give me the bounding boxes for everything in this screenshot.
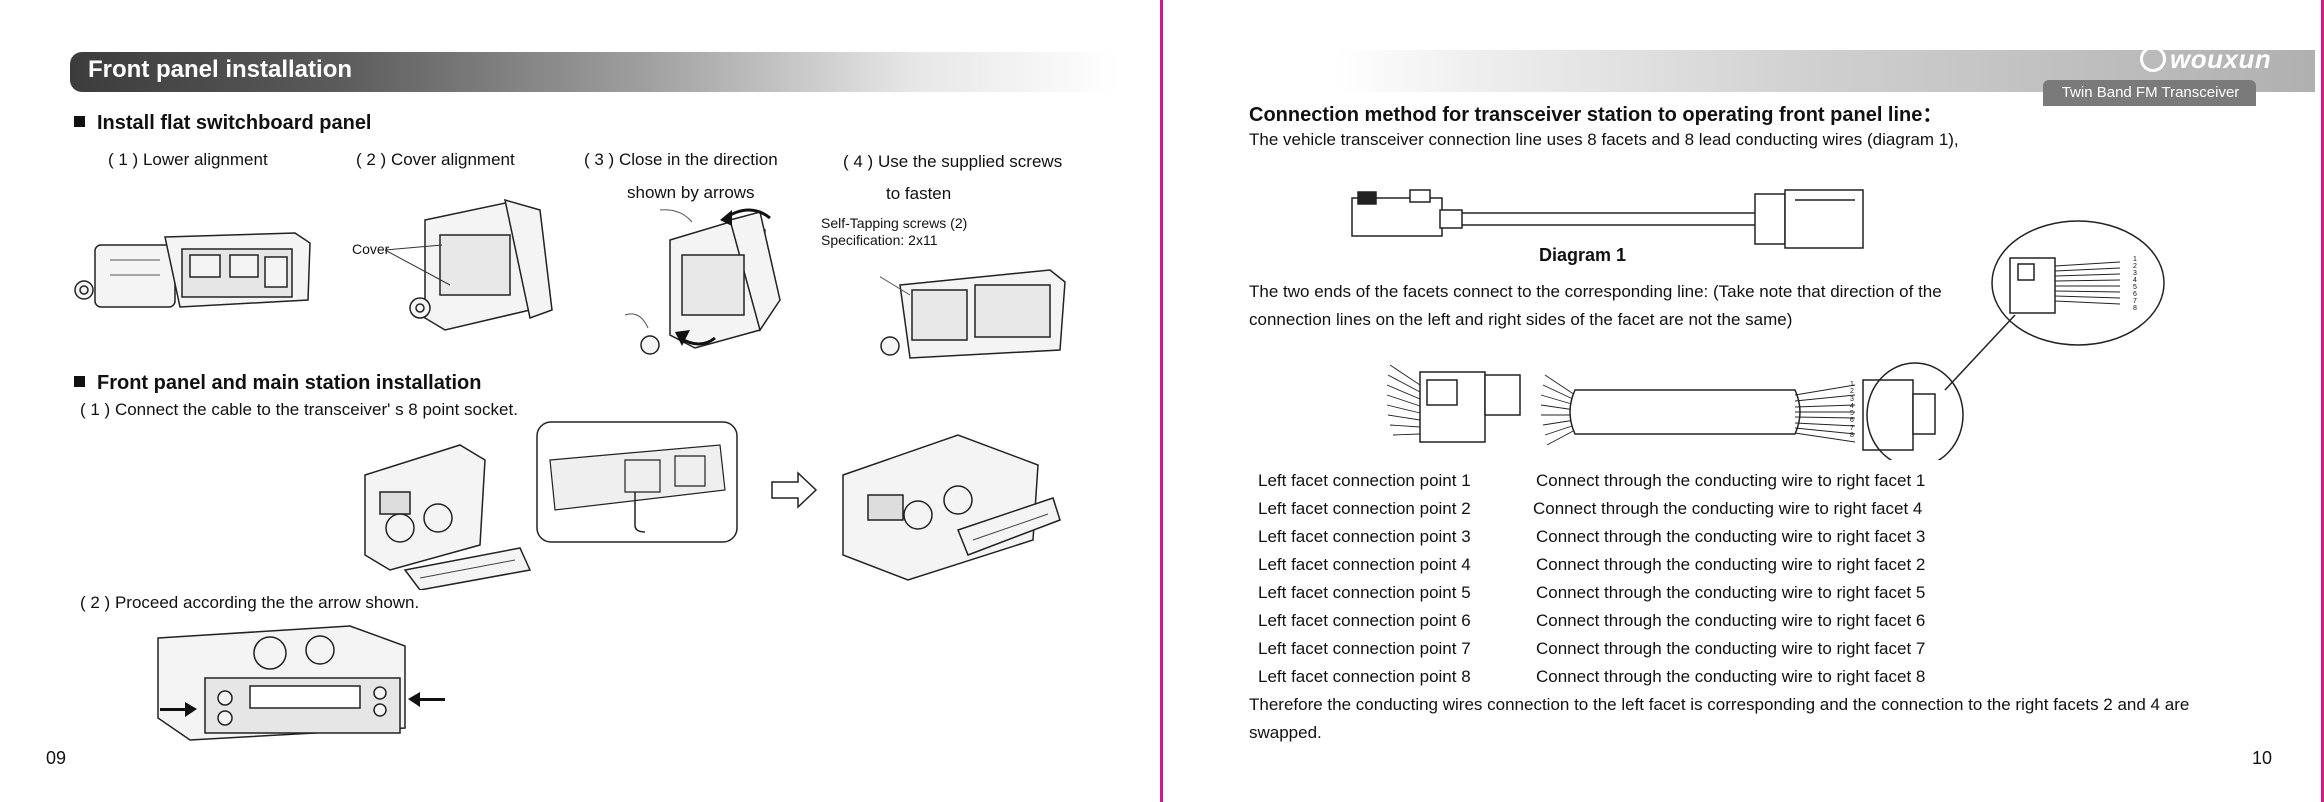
connector-magnified-view — [1990, 218, 2165, 348]
connection-method-title: Connection method for transceiver statio… — [1249, 104, 1943, 126]
magnifier-leader-line — [1940, 310, 2020, 400]
bullet-square-icon — [74, 376, 85, 388]
step-3-continuation: shown by arrows — [627, 183, 755, 202]
section-title-flat-panel: Install flat switchboard panel — [74, 112, 372, 135]
brand-subtitle: Twin Band FM Transceiver — [2061, 84, 2240, 101]
page-number-right: 10 — [2252, 748, 2273, 768]
page-edge-right — [2321, 0, 2324, 802]
connection-left-3: Left facet connection point 3 — [1258, 527, 1471, 546]
step-4-label: ( 4 ) Use the supplied screws — [843, 152, 1063, 171]
step-2-label: ( 2 ) Cover alignment — [356, 150, 515, 169]
connection-right-3: Connect through the conducting wire to r… — [1536, 527, 1926, 546]
wiring-pin-numbers: 1 2 3 4 5 6 7 8 — [1850, 381, 1854, 440]
section-header-bar — [70, 52, 1120, 92]
step-3-label: ( 3 ) Close in the direction — [584, 150, 778, 169]
intro-text: The vehicle transceiver connection line … — [1249, 130, 1959, 149]
illustration-socket-closeup — [535, 420, 740, 545]
connection-right-6: Connect through the conducting wire to r… — [1536, 611, 1926, 630]
brand-logo-icon — [2140, 46, 2166, 73]
illustration-fasten-screws — [880, 250, 1080, 365]
connection-left-8: Left facet connection point 8 — [1258, 667, 1471, 686]
page-title: Front panel installation — [88, 56, 353, 83]
wiring-diagram — [1385, 350, 1965, 460]
brand-tab — [2043, 80, 2256, 106]
magnified-pin-numbers: 1 2 3 4 5 6 7 8 — [2133, 256, 2137, 312]
step-4-continuation: to fasten — [886, 184, 952, 203]
conclusion-line-1: Therefore the conducting wires connectio… — [1249, 695, 2190, 714]
connection-left-4: Left facet connection point 4 — [1258, 555, 1471, 574]
connection-right-1: Connect through the conducting wire to r… — [1536, 471, 1926, 490]
step-1-label: ( 1 ) Lower alignment — [108, 150, 268, 169]
description-line-2: connection lines on the left and right s… — [1249, 310, 1793, 329]
screws-spec: Specification: 2x11 — [821, 232, 938, 248]
page-number-left: 09 — [46, 748, 67, 768]
description-line-1: The two ends of the facets connect to th… — [1249, 282, 1942, 301]
diagram-1-cable — [1350, 180, 1870, 260]
connection-left-5: Left facet connection point 5 — [1258, 583, 1471, 602]
illustration-final-assembly — [150, 618, 445, 748]
bullet-square-icon — [74, 116, 85, 128]
illustration-transceiver-socket — [360, 430, 535, 590]
connection-right-5: Connect through the conducting wire to r… — [1536, 583, 1926, 602]
connection-right-8: Connect through the conducting wire to r… — [1536, 667, 1926, 686]
connection-left-7: Left facet connection point 7 — [1258, 639, 1471, 658]
diagram-1-label: Diagram 1 — [1539, 245, 1627, 265]
step-connect-cable: ( 1 ) Connect the cable to the transceiv… — [80, 400, 518, 419]
illustration-close-direction — [620, 200, 800, 355]
conclusion-line-2: swapped. — [1249, 723, 1322, 742]
connection-left-6: Left facet connection point 6 — [1258, 611, 1471, 630]
illustration-cover-alignment — [380, 190, 560, 340]
connection-right-2: Connect through the conducting wire to r… — [1533, 499, 1923, 518]
connection-left-2: Left facet connection point 2 — [1258, 499, 1471, 518]
illustration-mounted-panel — [838, 420, 1063, 590]
arrow-right-icon — [770, 470, 820, 510]
brand-logo: wouxun — [2140, 44, 2271, 75]
step-proceed-arrow: ( 2 ) Proceed according the the arrow sh… — [80, 593, 420, 612]
connection-right-7: Connect through the conducting wire to r… — [1536, 639, 1926, 658]
illustration-lower-alignment — [70, 215, 320, 330]
page-spine — [1160, 0, 1163, 802]
connection-right-4: Connect through the conducting wire to r… — [1536, 555, 1926, 574]
section-title-main-station: Front panel and main station installatio… — [74, 372, 481, 395]
connection-left-1: Left facet connection point 1 — [1258, 471, 1471, 490]
cover-label: Cover — [352, 241, 390, 257]
screws-note: Self-Tapping screws (2) — [821, 215, 968, 231]
